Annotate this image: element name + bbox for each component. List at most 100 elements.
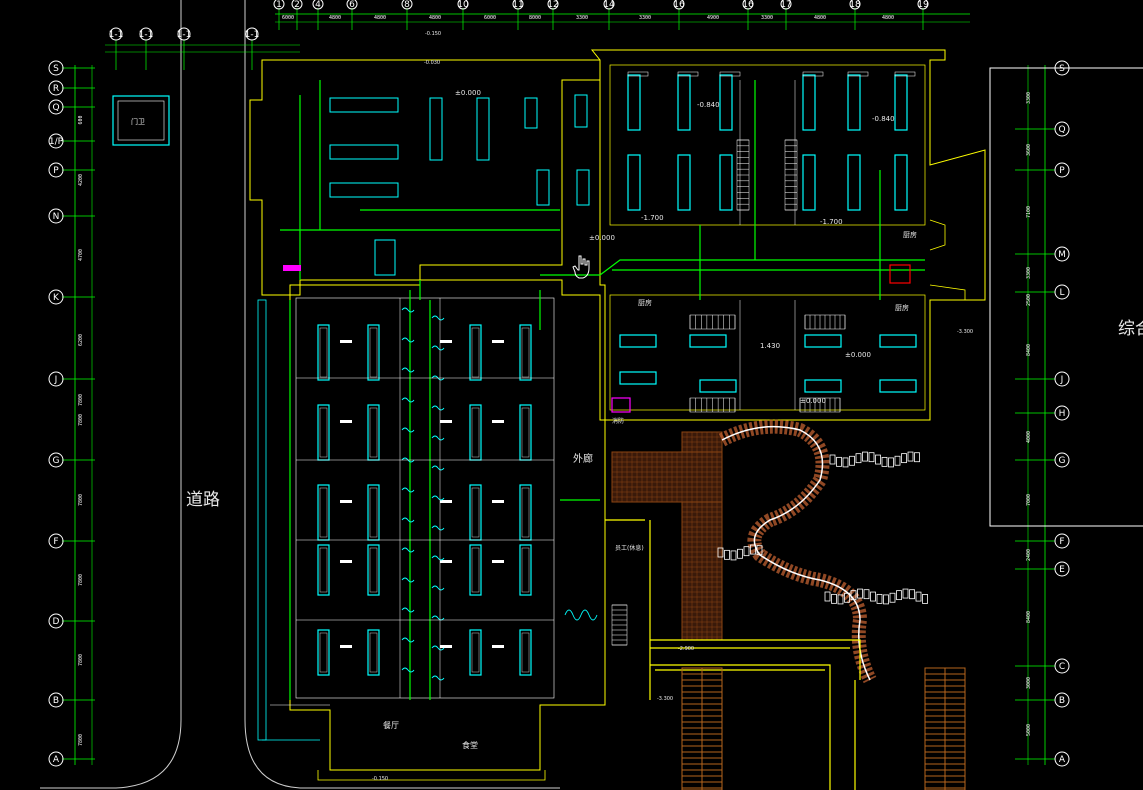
stepping-stone	[837, 594, 844, 605]
pipe-wave	[401, 667, 415, 673]
pipe-wave	[401, 517, 415, 523]
stepping-stone	[902, 588, 909, 599]
pipe-wave	[431, 615, 445, 621]
pipe-wave	[564, 609, 598, 621]
top-axis-bubble: 12	[547, 0, 559, 10]
elevation-5: -1.700	[641, 214, 664, 222]
stairs	[611, 139, 846, 646]
pipe-wave	[401, 637, 415, 643]
top-left-axis-bubble-label: 1-1	[109, 30, 124, 40]
kitchen-unit	[879, 334, 917, 348]
kitchen-unit	[689, 334, 727, 348]
dim-top-text: 4900	[707, 15, 719, 21]
dim-right-text: 8400	[1026, 344, 1032, 356]
left-axis-bubble: F	[48, 533, 64, 549]
elevation-15: -0.150	[372, 776, 388, 782]
room-tag	[340, 340, 352, 343]
stepping-stone	[730, 550, 737, 561]
room-unit	[317, 404, 330, 461]
right-axis-bubble-label: C	[1059, 662, 1065, 672]
canteen-label: 食堂	[462, 740, 478, 750]
right-axis-bubble-label: P	[1059, 166, 1065, 176]
pipe-wave	[431, 525, 445, 531]
dim-left-text: 7800	[78, 734, 84, 746]
dim-left-text: 600	[78, 115, 84, 124]
stepping-stone	[824, 591, 831, 602]
upper-right-block-wall	[590, 49, 986, 421]
stepping-stone	[863, 589, 870, 600]
yellow-garden-paths	[605, 519, 861, 790]
kitchen-unit	[619, 371, 657, 385]
stepping-stone	[868, 452, 875, 463]
dim-top-text: 8000	[529, 15, 541, 21]
room-unit	[519, 404, 532, 461]
left-axis-bubble-label: D	[53, 617, 60, 627]
top-axis-bubble: 16	[673, 0, 685, 10]
top-axis-bubble: 18	[849, 0, 861, 10]
equipment-unit	[802, 74, 816, 131]
kitchen-unit	[879, 379, 917, 393]
stepping-stone	[836, 456, 842, 467]
room-tag	[440, 560, 452, 563]
right-axis-bubble: Q	[1054, 121, 1070, 137]
stepping-stone	[844, 592, 850, 603]
pergolas	[681, 667, 966, 790]
adjacent-building-label: 综合	[1118, 319, 1143, 339]
magenta-marker-2	[283, 265, 301, 271]
room-unit	[469, 324, 482, 381]
room-tag	[492, 645, 504, 648]
pipe-wave	[431, 405, 445, 411]
road-edge-right	[244, 0, 560, 789]
top-axis-bubble-label: 1	[276, 0, 282, 10]
dimensions-right: 3300360071003300250084004000700024008400…	[1026, 92, 1032, 736]
stepping-stone	[743, 546, 750, 557]
right-axis-bubble: L	[1054, 284, 1070, 300]
top-left-axis-bubble-label: 1-1	[245, 30, 260, 40]
equipment-unit	[627, 74, 641, 131]
dim-right-text: 2400	[1026, 549, 1032, 561]
stepping-stone	[907, 451, 914, 462]
pipe-wave	[431, 645, 445, 651]
right-axis-bubble: M	[1054, 246, 1070, 262]
room-unit	[367, 324, 380, 381]
pipe-wave	[401, 487, 415, 493]
outer-corridor-label: 外廊	[573, 452, 593, 465]
equipment-unit	[802, 154, 816, 211]
dim-top-text: 4800	[882, 15, 894, 21]
pipe-wave	[431, 465, 445, 471]
equipment-unit	[894, 154, 908, 211]
stepping-stone	[883, 594, 889, 605]
room-unit	[519, 629, 532, 676]
left-axis-bubble-label: 1/P	[49, 137, 64, 147]
pipe-wave	[431, 315, 445, 321]
top-axis-bubble-label: 2	[294, 0, 300, 10]
elevation-9: ±0.000	[800, 397, 826, 405]
dim-top-text: 3300	[639, 15, 651, 21]
dim-top-text: 3300	[576, 15, 588, 21]
stepping-stone	[756, 545, 763, 556]
room-unit	[317, 629, 330, 676]
top-axis-bubble: 4	[312, 0, 324, 10]
top-left-axis-bubble: 1-1	[245, 27, 260, 41]
equipment-unit	[677, 74, 691, 131]
stair-outline	[689, 397, 736, 413]
room-unit	[469, 544, 482, 596]
equipment-unit	[894, 74, 908, 131]
room-unit	[519, 544, 532, 596]
top-axis-bubble: 8	[401, 0, 413, 10]
stair-outline	[689, 314, 736, 330]
dim-top-text: 6000	[282, 15, 294, 21]
top-left-axis-bubble-label: 1-1	[139, 30, 154, 40]
dim-left-text: 4700	[78, 249, 84, 261]
pipe-wave	[401, 607, 415, 613]
room-unit	[317, 544, 330, 596]
pipe-wave	[401, 547, 415, 553]
left-axis-bubble-label: G	[53, 456, 60, 466]
right-axis-bubble-label: G	[1059, 456, 1066, 466]
elevation-13: -3.300	[657, 696, 673, 702]
top-axis-bubble: 2	[291, 0, 303, 10]
top-axis-bubble-label: 14	[603, 0, 615, 10]
